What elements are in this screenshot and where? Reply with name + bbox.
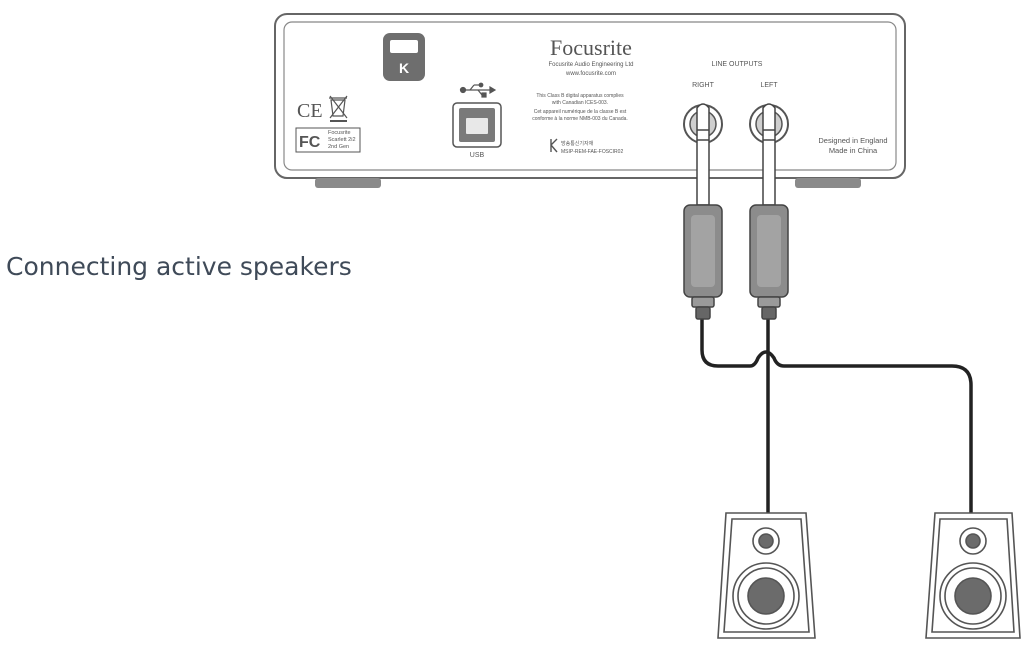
- left-output-label: LEFT: [760, 82, 778, 89]
- kensington-lock-icon: K: [383, 33, 425, 81]
- company-website: www.focusrite.com: [565, 71, 616, 77]
- kc-mark-icon: 방송통신기자재 MSIP-REM-FAE-FOSCIR02: [550, 138, 623, 155]
- ce-mark-icon: CE: [297, 100, 323, 122]
- diagram-heading: Connecting active speakers: [6, 252, 352, 281]
- kc-line-1: 방송통신기자재: [561, 140, 594, 147]
- line-outputs-label: LINE OUTPUTS: [712, 61, 763, 68]
- kc-line-2: MSIP-REM-FAE-FOSCIR02: [561, 149, 623, 155]
- usb-symbol-icon: [459, 82, 497, 98]
- origin-line-1: Designed in England: [818, 136, 887, 145]
- kensington-letter: K: [399, 60, 409, 76]
- usb-label: USB: [470, 152, 485, 159]
- cables: [700, 316, 973, 515]
- compliance-line-1: This Class B digital apparatus complies: [536, 93, 624, 99]
- compliance-line-4: conforme à la norme NMB-003 du Canada.: [532, 116, 628, 122]
- compliance-line-2: with Canadian ICES-003.: [552, 100, 608, 106]
- company-name: Focusrite Audio Engineering Ltd: [548, 62, 633, 68]
- speaker-left: [717, 512, 816, 639]
- fcc-mark-icon: FC Focusrite Scarlett 2i2 2nd Gen: [295, 127, 361, 153]
- cable-right-output: [700, 316, 973, 515]
- origin-line-2: Made in China: [829, 146, 878, 155]
- model-line-3: 2nd Gen: [328, 144, 349, 150]
- svg-text:FC: FC: [299, 134, 321, 151]
- speaker-right: [925, 512, 1021, 639]
- speaker-icon: [717, 512, 1021, 639]
- model-line-1: Focusrite: [328, 130, 351, 136]
- weee-bin-icon: [329, 95, 348, 122]
- device-foot-right: [795, 178, 861, 188]
- jack-plug-icon: [683, 103, 789, 320]
- audio-interface-rear-panel: K CE FC Focusrite Scarlett 2i2 2nd Gen: [274, 13, 906, 188]
- left-jack-plug: [749, 103, 789, 320]
- compliance-line-3: Cet appareil numérique de la classe B es…: [534, 109, 627, 115]
- model-line-2: Scarlett 2i2: [328, 137, 356, 143]
- brand-name: Focusrite: [550, 35, 632, 60]
- right-output-label: RIGHT: [692, 82, 715, 89]
- usb-port: [452, 102, 502, 148]
- right-jack-plug: [683, 103, 723, 320]
- device-foot-left: [315, 178, 381, 188]
